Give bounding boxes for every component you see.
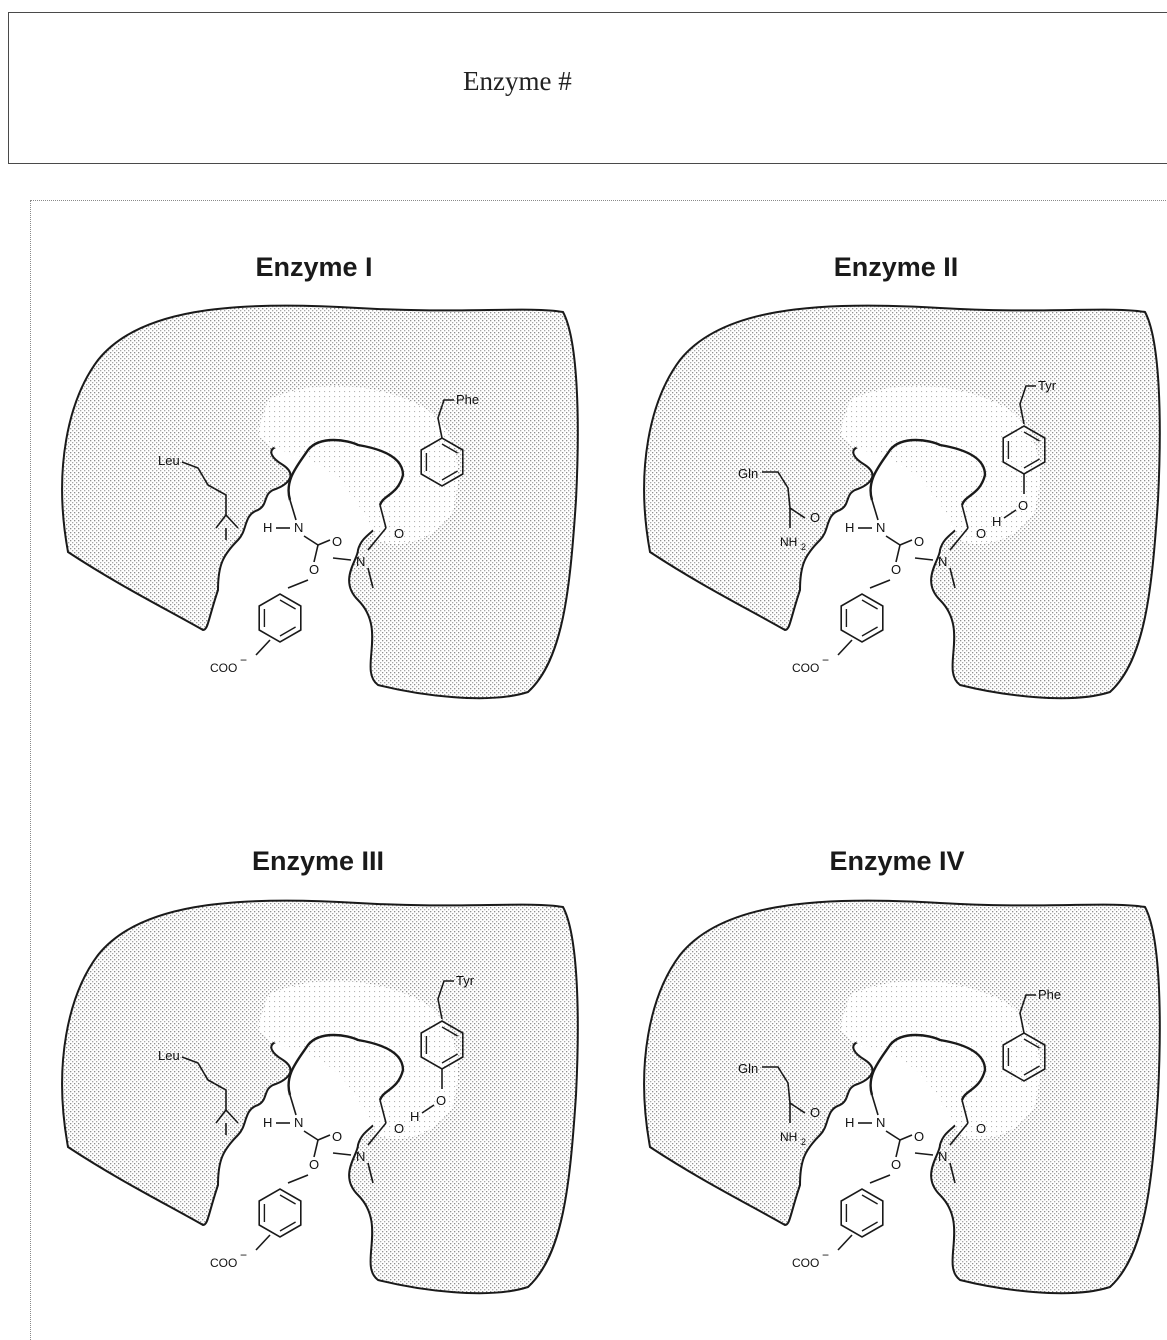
atom-o-amide: O: [976, 1121, 986, 1136]
residue-right: Tyr: [456, 973, 475, 988]
panel-title-enzyme-1: Enzyme I: [255, 252, 373, 282]
residue-right: Tyr: [1038, 378, 1057, 393]
atom-h-1: H: [845, 520, 854, 535]
ligand-ring: [287, 438, 405, 506]
ligand-ring: [869, 438, 987, 506]
figure-frame: [30, 200, 1167, 1340]
atom-o-ester: O: [891, 1157, 901, 1172]
residue-ring: [420, 437, 464, 487]
pocket-outline: [643, 304, 1161, 700]
atom-o-carbonyl: O: [332, 534, 342, 549]
atom-n-1: N: [876, 520, 885, 535]
ligand-ring: [287, 1033, 405, 1101]
atom-o-ester: O: [891, 562, 901, 577]
atom-h-1: H: [263, 520, 272, 535]
atom-h-tyr: H: [992, 514, 1001, 529]
header-box: Enzyme #: [8, 12, 1167, 164]
atom-n-1: N: [876, 1115, 885, 1130]
atom-o-ester: O: [309, 1157, 319, 1172]
atom-o-carbonyl: O: [332, 1129, 342, 1144]
pocket-outline: [61, 304, 579, 700]
panel-title-enzyme-4: Enzyme IV: [829, 846, 965, 876]
atom-n-1: N: [294, 1115, 303, 1130]
atom-o-tyr: O: [436, 1093, 446, 1108]
carboxylate-charge: −: [822, 1248, 829, 1262]
atom-nh2: NH: [780, 1130, 797, 1144]
atom-n-2: N: [356, 1149, 365, 1164]
residue-left: Gln: [738, 466, 758, 481]
atom-nh2-sub: 2: [801, 542, 806, 552]
residue-left: Leu: [158, 1048, 180, 1063]
atom-h-1: H: [845, 1115, 854, 1130]
binding-cleft: [258, 386, 458, 544]
atom-n-1: N: [294, 520, 303, 535]
residue-left: Leu: [158, 453, 180, 468]
ligand-benzene: [258, 593, 302, 643]
carboxylate-label: COO: [792, 661, 819, 675]
binding-cleft: [840, 981, 1040, 1139]
ligand-benzene: [258, 1188, 302, 1238]
binding-cleft: [840, 386, 1040, 544]
atom-h-1: H: [263, 1115, 272, 1130]
atom-o-amide: O: [394, 1121, 404, 1136]
residue-right: Phe: [456, 392, 479, 407]
ligand-ring: [869, 1033, 987, 1101]
atom-o-carbonyl: O: [914, 534, 924, 549]
atom-o-gln: O: [810, 510, 820, 525]
pocket-outline: [61, 899, 579, 1295]
carboxylate-charge: −: [240, 1248, 247, 1262]
atom-o-carbonyl: O: [914, 1129, 924, 1144]
binding-cleft: [258, 981, 458, 1139]
atom-o-amide: O: [394, 526, 404, 541]
panel-title-enzyme-3: Enzyme III: [251, 846, 385, 876]
ligand-benzene: [840, 593, 884, 643]
carboxylate-label: COO: [792, 1256, 819, 1270]
atom-nh2: NH: [780, 535, 797, 549]
carboxylate-charge: −: [822, 653, 829, 667]
carboxylate-label: COO: [210, 661, 237, 675]
atom-o-amide: O: [976, 526, 986, 541]
panel-title-enzyme-2: Enzyme II: [833, 252, 959, 282]
carboxylate-charge: −: [240, 653, 247, 667]
residue-ring: [1002, 1032, 1046, 1082]
ligand-benzene: [840, 1188, 884, 1238]
residue-left: Gln: [738, 1061, 758, 1076]
atom-n-2: N: [938, 1149, 947, 1164]
atom-o-gln: O: [810, 1105, 820, 1120]
atom-n-2: N: [356, 554, 365, 569]
pocket-outline: [643, 899, 1161, 1295]
residue-right: Phe: [1038, 987, 1061, 1002]
carboxylate-label: COO: [210, 1256, 237, 1270]
atom-n-2: N: [938, 554, 947, 569]
atom-o-tyr: O: [1018, 498, 1028, 513]
atom-h-tyr: H: [410, 1109, 419, 1124]
header-title: Enzyme #: [463, 66, 572, 96]
atom-nh2-sub: 2: [801, 1137, 806, 1147]
atom-o-ester: O: [309, 562, 319, 577]
